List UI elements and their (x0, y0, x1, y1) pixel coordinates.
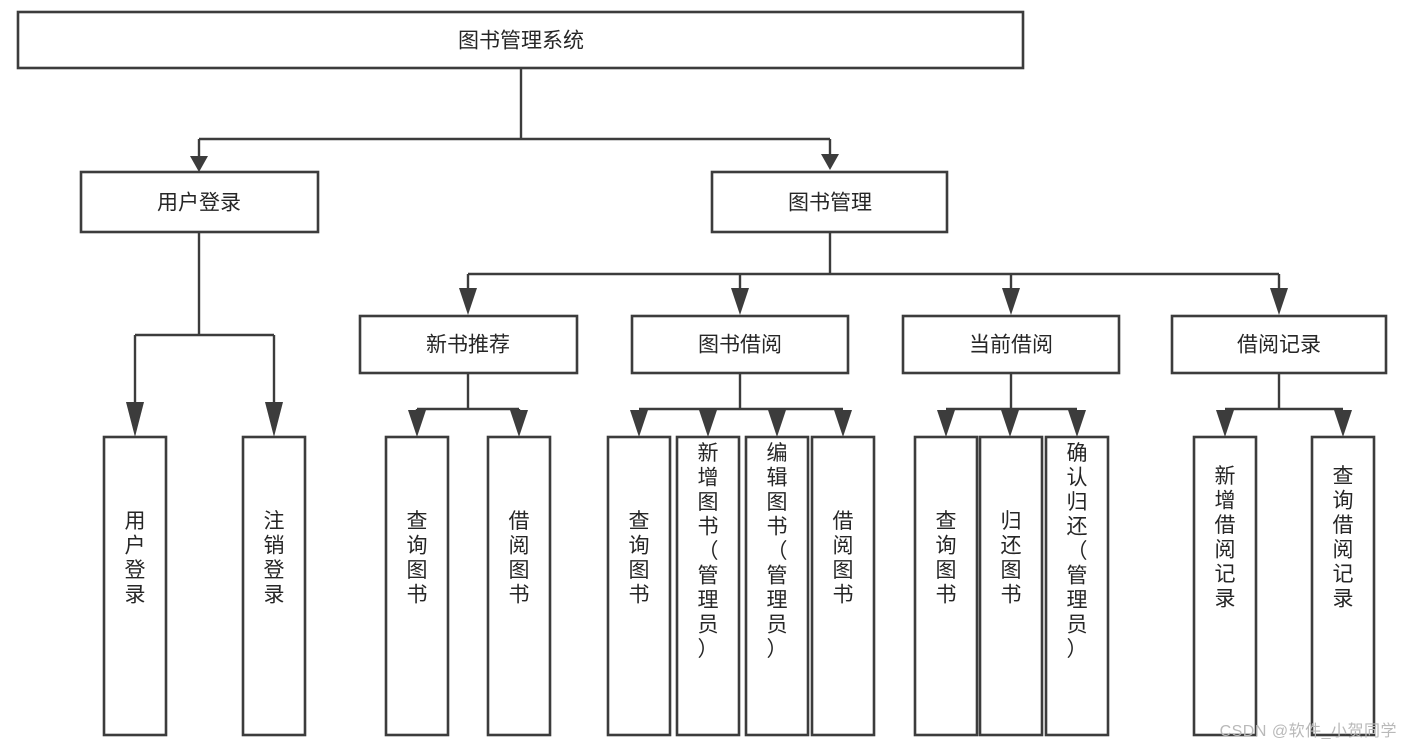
node-leaf-borrow-book-2-box[interactable] (810, 435, 876, 737)
node-leaf-borrow-book-1[interactable]: 借阅图书 (486, 435, 552, 737)
arrowhead-leaf-query-book-2 (630, 410, 648, 437)
arrowhead-leaf-confirm-return (1068, 410, 1086, 437)
node-current-borrow-box[interactable] (901, 314, 1121, 375)
node-leaf-return-book[interactable]: 归还图书 (978, 435, 1044, 737)
node-leaf-user-login-box[interactable] (102, 435, 168, 737)
node-user-login[interactable]: 用户登录 (79, 170, 320, 234)
arrowhead-leaf-query-record (1334, 410, 1352, 437)
node-leaf-borrow-book-2[interactable]: 借阅图书 (810, 435, 876, 737)
arrowhead-current-borrow (1002, 288, 1020, 315)
node-leaf-confirm-return-box[interactable] (1044, 435, 1110, 737)
node-book-management-label: 图书管理 (788, 192, 872, 215)
node-current-borrow-label: 当前借阅 (969, 334, 1053, 357)
node-leaf-logout-box[interactable] (241, 435, 307, 737)
node-leaf-query-book-3-label: 查询图书 (936, 510, 957, 607)
node-current-borrow[interactable]: 当前借阅 (901, 314, 1121, 375)
node-leaf-query-book-1[interactable]: 查询图书 (384, 435, 450, 737)
node-leaf-edit-book[interactable]: 编辑图书（管理员） (744, 435, 810, 737)
node-borrow-record[interactable]: 借阅记录 (1170, 314, 1388, 375)
node-leaf-add-book[interactable]: 新增图书（管理员） (675, 435, 741, 737)
node-leaf-edit-book-box[interactable] (744, 435, 810, 737)
node-root-box[interactable] (16, 10, 1025, 70)
node-leaf-query-book-1-label: 查询图书 (407, 510, 428, 607)
node-leaf-query-book-1-box[interactable] (384, 435, 450, 737)
node-leaf-add-book-label: 新增图书（管理员） (698, 442, 719, 661)
arrowhead-leaf-user-login (126, 402, 144, 437)
arrowhead-leaf-edit-book (768, 410, 786, 437)
node-leaf-query-record-label: 查询借阅记录 (1333, 465, 1354, 611)
node-leaf-query-book-3[interactable]: 查询图书 (913, 435, 979, 737)
node-book-borrow[interactable]: 图书借阅 (630, 314, 850, 375)
node-leaf-query-book-2-label: 查询图书 (629, 510, 650, 607)
node-leaf-edit-book-label: 编辑图书（管理员） (767, 442, 788, 661)
node-new-book-recommend-label: 新书推荐 (426, 334, 510, 357)
node-leaf-confirm-return-label: 确认归还（管理员） (1067, 442, 1088, 661)
csdn-watermark: CSDN @软件_小贺同学 (1219, 723, 1397, 740)
node-leaf-borrow-book-1-box[interactable] (486, 435, 552, 737)
node-book-borrow-label: 图书借阅 (698, 334, 782, 357)
node-leaf-add-record-label: 新增借阅记录 (1215, 465, 1236, 611)
arrowhead-leaf-add-book (699, 410, 717, 437)
arrowhead-leaf-borrow-book-2 (834, 410, 852, 437)
node-leaf-add-record-box[interactable] (1192, 435, 1258, 737)
node-leaf-borrow-book-2-label: 借阅图书 (833, 510, 854, 607)
node-new-book-recommend-box[interactable] (358, 314, 579, 375)
connector-layer (126, 68, 1352, 437)
node-leaf-user-login[interactable]: 用户登录 (102, 435, 168, 737)
node-leaf-query-record[interactable]: 查询借阅记录 (1310, 435, 1376, 737)
node-leaf-query-book-3-box[interactable] (913, 435, 979, 737)
node-leaf-query-book-2[interactable]: 查询图书 (606, 435, 672, 737)
arrowhead-book-management (821, 154, 839, 170)
arrowhead-leaf-return-book (1001, 410, 1019, 437)
node-book-management-box[interactable] (710, 170, 949, 234)
node-leaf-add-book-box[interactable] (675, 435, 741, 737)
arrowhead-leaf-logout (265, 402, 283, 437)
arrowhead-leaf-borrow-book-1 (510, 410, 528, 437)
node-book-borrow-box[interactable] (630, 314, 850, 375)
node-borrow-record-label: 借阅记录 (1237, 334, 1321, 357)
arrowhead-leaf-add-record (1216, 410, 1234, 437)
node-new-book-recommend[interactable]: 新书推荐 (358, 314, 579, 375)
node-root-label: 图书管理系统 (458, 30, 584, 53)
node-borrow-record-box[interactable] (1170, 314, 1388, 375)
node-leaf-query-book-2-box[interactable] (606, 435, 672, 737)
node-leaf-borrow-book-1-label: 借阅图书 (509, 510, 530, 607)
node-book-management[interactable]: 图书管理 (710, 170, 949, 234)
arrowhead-new-book-recommend (459, 288, 477, 315)
arrowhead-user-login (190, 156, 208, 172)
node-leaf-add-record[interactable]: 新增借阅记录 (1192, 435, 1258, 737)
arrowhead-book-borrow (731, 288, 749, 315)
arrowhead-leaf-query-book-3 (937, 410, 955, 437)
node-root[interactable]: 图书管理系统 (16, 10, 1025, 70)
node-leaf-return-book-box[interactable] (978, 435, 1044, 737)
node-user-login-label: 用户登录 (157, 192, 241, 215)
node-user-login-box[interactable] (79, 170, 320, 234)
arrowhead-borrow-record (1270, 288, 1288, 315)
node-leaf-logout-label: 注销登录 (264, 510, 285, 607)
node-leaf-user-login-label: 用户登录 (125, 510, 146, 607)
node-leaf-confirm-return[interactable]: 确认归还（管理员） (1044, 435, 1110, 737)
node-leaf-logout[interactable]: 注销登录 (241, 435, 307, 737)
arrowhead-leaf-query-book-1 (408, 410, 426, 437)
node-leaf-return-book-label: 归还图书 (1001, 510, 1022, 607)
node-leaf-query-record-box[interactable] (1310, 435, 1376, 737)
